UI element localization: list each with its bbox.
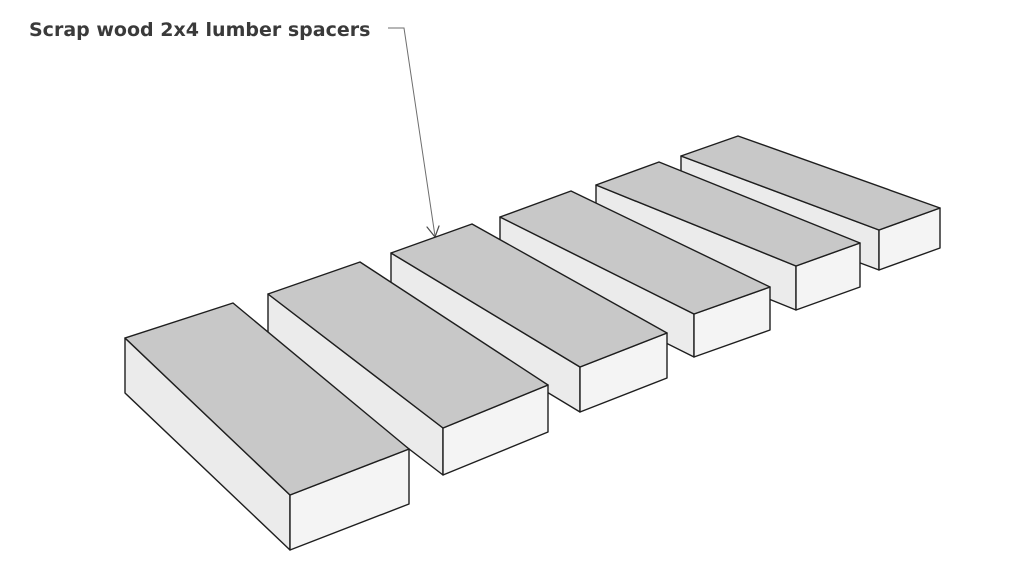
callout-leader <box>388 27 440 238</box>
spacer-3-top-face <box>390 223 668 368</box>
spacer-3-block <box>390 223 668 413</box>
callout-label: Scrap wood 2x4 lumber spacers <box>29 19 370 41</box>
spacer-2-block <box>267 261 549 476</box>
leader-arrowhead <box>426 225 440 238</box>
spacer-blocks <box>124 135 941 551</box>
spacer-5-top-face <box>595 161 861 267</box>
spacer-1-block <box>124 302 410 551</box>
spacer-1-top-face <box>124 302 410 496</box>
spacer-4-top-face <box>499 190 771 315</box>
spacer-2-top-face <box>267 261 549 429</box>
leader-line <box>388 27 436 237</box>
spacer-6-top-face <box>680 135 941 231</box>
